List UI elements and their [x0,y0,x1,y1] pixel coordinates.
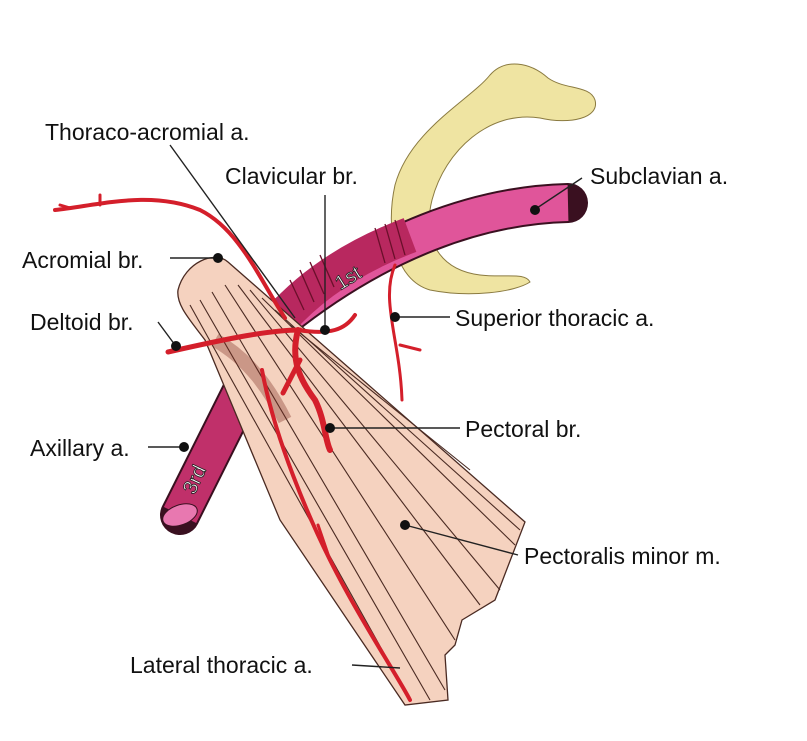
leader-lines [148,144,583,669]
label-thoraco-acromial: Thoraco-acromial a. [45,119,250,145]
label-axillary: Axillary a. [30,435,130,461]
label-clavicular: Clavicular br. [225,163,358,189]
clavicle-bone [390,63,596,295]
pectoralis-minor-muscle [177,256,526,706]
label-superior-thoracic: Superior thoracic a. [455,305,654,331]
label-pectoralis-minor: Pectoralis minor m. [524,543,721,569]
label-lateral-thoracic: Lateral thoracic a. [130,652,313,678]
label-subclavian: Subclavian a. [590,163,728,189]
label-deltoid: Deltoid br. [30,309,134,335]
label-acromial: Acromial br. [22,247,143,273]
label-pectoral: Pectoral br. [465,416,581,442]
